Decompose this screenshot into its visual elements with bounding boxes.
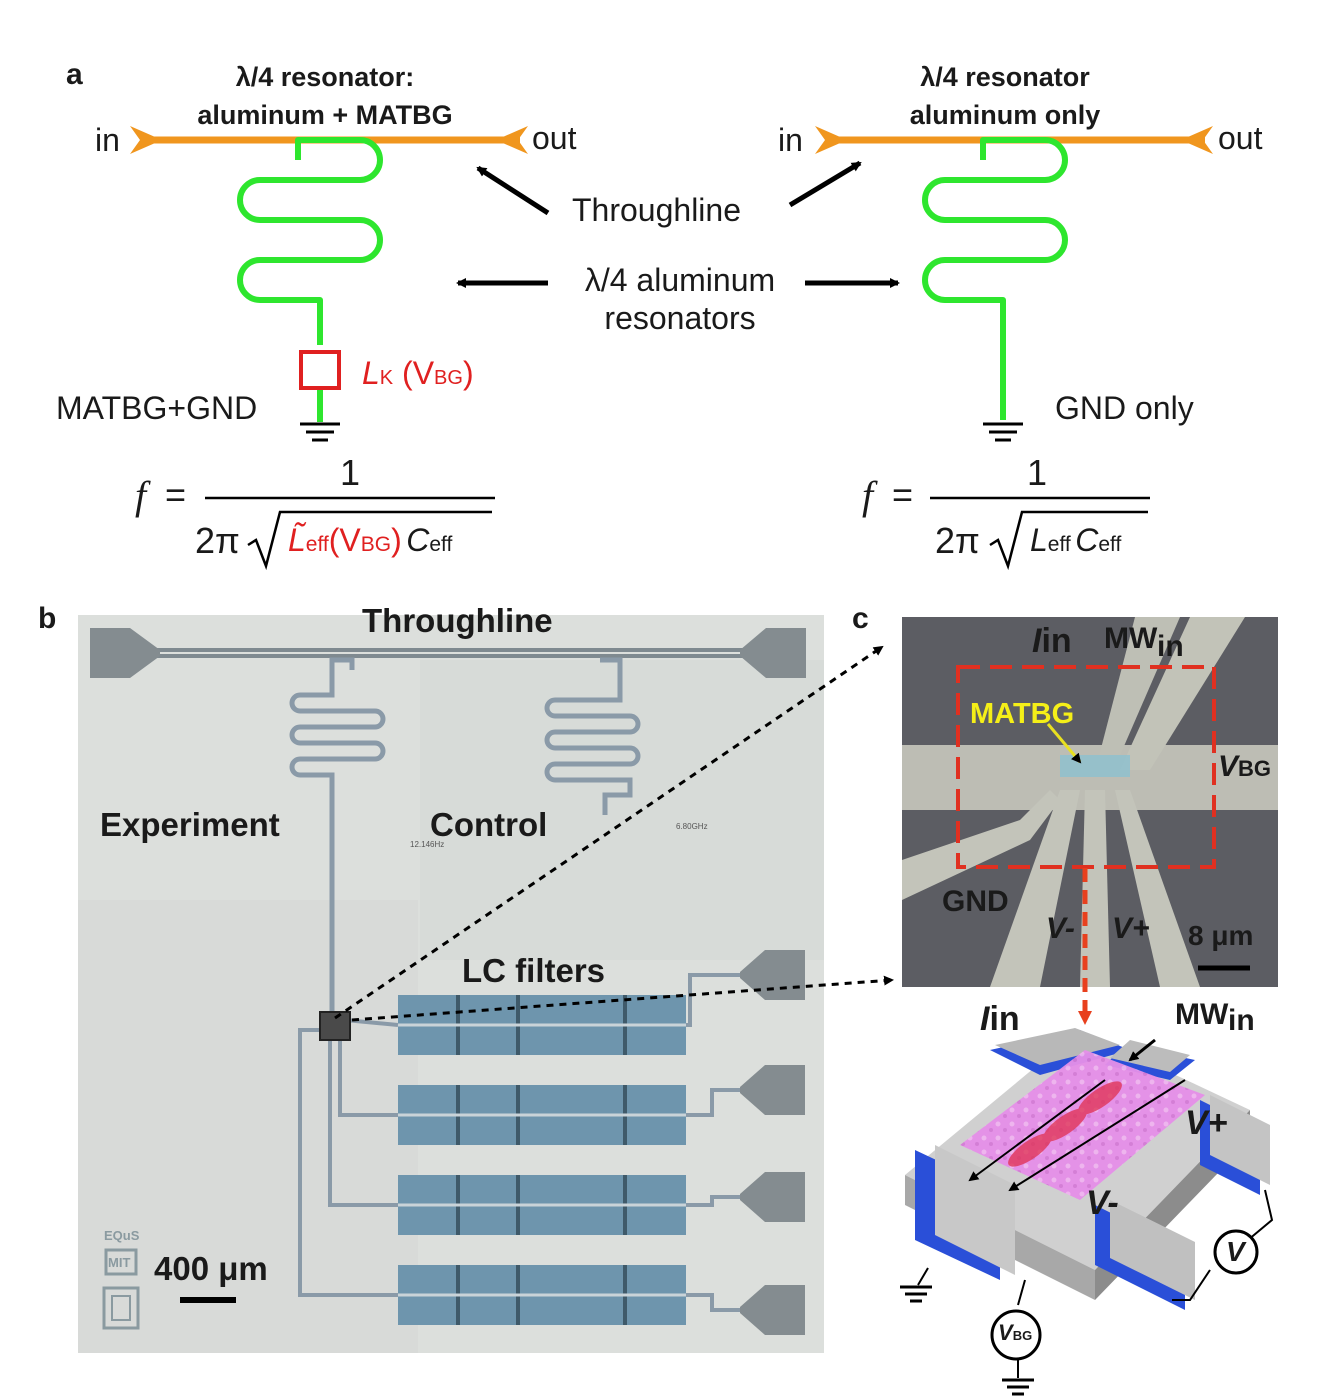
- left-eq-numerator: 1: [340, 452, 361, 493]
- logo-marks: [102, 1248, 140, 1330]
- chip-wiring: [298, 973, 740, 1312]
- resonators-callout-1: λ/4 aluminum: [584, 262, 776, 298]
- left-in-label: in: [95, 122, 120, 158]
- schematic-microwave-in: MWin: [1175, 998, 1255, 1037]
- left-ground-label: MATBG+GND: [56, 390, 258, 426]
- tiny-freq-right: 6.80GHz: [676, 822, 708, 831]
- right-ground-label: GND only: [1055, 390, 1194, 426]
- left-eq-f: f: [135, 473, 147, 518]
- kinetic-inductance-label: LK (VBG): [362, 355, 474, 391]
- panel-a-letter: a: [66, 58, 83, 91]
- gnd-label: GND: [942, 885, 1009, 918]
- chip-throughline-label: Throughline: [362, 602, 553, 639]
- microwave-in-label: MWin: [1104, 622, 1184, 663]
- left-resonator-title: λ/4 resonator: aluminum + MATBG: [170, 58, 480, 134]
- right-eq-equals: =: [892, 474, 914, 515]
- right-in-label: in: [778, 122, 803, 158]
- schematic-current-in: Iin: [980, 1000, 1020, 1038]
- right-eq-2pi: 2π: [935, 520, 980, 561]
- matbg-label: MATBG: [970, 698, 1075, 730]
- control-label: Control: [430, 806, 548, 843]
- kinetic-inductance-box: [299, 350, 341, 390]
- right-out-label: out: [1218, 120, 1263, 156]
- left-launch-pad: [90, 628, 160, 678]
- right-meander-resonator: [922, 137, 1068, 420]
- right-launch-pad: [740, 628, 806, 678]
- panel-c-letter: c: [852, 602, 869, 635]
- left-eq-denominator: L̃eff(VBG) Ceff: [288, 522, 453, 558]
- experiment-resonator-on-chip: [289, 657, 386, 1020]
- left-title-line2: aluminum + MATBG: [197, 100, 453, 130]
- panel-a-arrows: [456, 160, 900, 288]
- zoom-arrows: [334, 645, 894, 1022]
- right-eq-denominator: Leff Ceff: [1030, 522, 1122, 558]
- logo-equs: EQuS: [104, 1228, 140, 1243]
- backgate-source-label: VBG: [998, 1320, 1033, 1345]
- chip-micrograph: [78, 615, 824, 1353]
- left-eq-2pi: 2π: [195, 520, 240, 561]
- v-minus-label: V-: [1046, 912, 1075, 945]
- left-title-line1: λ/4 resonator:: [235, 62, 415, 92]
- lc-filters: [398, 995, 686, 1325]
- right-title-line2: aluminum only: [909, 100, 1101, 130]
- chip-throughline: [150, 648, 752, 658]
- throughline-callout: Throughline: [572, 192, 741, 228]
- schematic-v-plus: V+: [1185, 1104, 1228, 1142]
- device-3d-schematic: [900, 1028, 1274, 1396]
- v-plus-label: V+: [1112, 912, 1150, 945]
- filter-bond-pads: [740, 950, 805, 1335]
- right-eq-f: f: [862, 473, 874, 518]
- scale-label-c: 8 μm: [1188, 920, 1254, 951]
- voltmeter-label: V: [1226, 1236, 1245, 1267]
- left-ground-symbol: [300, 422, 340, 442]
- experiment-label: Experiment: [100, 806, 280, 843]
- left-eq-equals: =: [165, 474, 187, 515]
- lc-filters-label: LC filters: [462, 952, 606, 989]
- logo-mit: MIT: [108, 1255, 131, 1270]
- right-eq-numerator: 1: [1027, 452, 1048, 493]
- right-title-line1: λ/4 resonator: [920, 62, 1090, 92]
- scale-label-b: 400 μm: [154, 1250, 268, 1287]
- right-resonator-title: λ/4 resonator aluminum only: [860, 58, 1150, 134]
- current-in-label: Iin: [1032, 622, 1072, 660]
- panel-b-letter: b: [38, 602, 57, 635]
- right-ground-symbol: [983, 422, 1023, 442]
- schematic-v-minus: V-: [1086, 1184, 1119, 1222]
- device-optical-image: [902, 617, 1278, 987]
- tiny-freq-left: 12.146Hz: [410, 840, 445, 849]
- resonators-callout-2: resonators: [604, 300, 756, 336]
- sqrt-signs: [247, 510, 1148, 571]
- left-meander-resonator: [237, 137, 383, 345]
- backgate-voltage-label: VBG: [1218, 750, 1272, 783]
- left-out-label: out: [532, 120, 577, 156]
- control-resonator-on-chip: [544, 657, 641, 815]
